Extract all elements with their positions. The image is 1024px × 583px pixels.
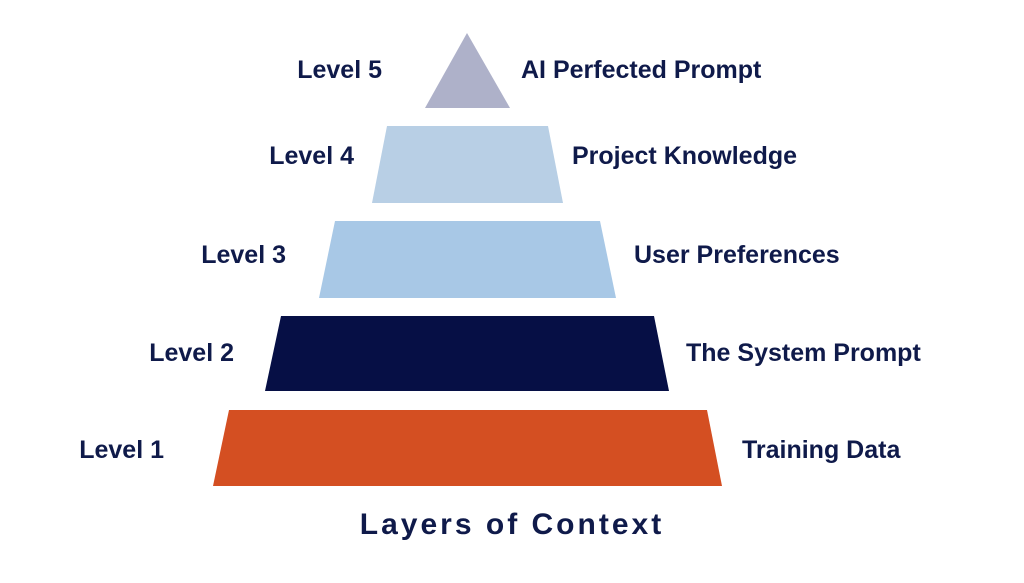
level-label-5: Level 5 — [297, 56, 382, 84]
pyramid-layer-1 — [213, 410, 722, 486]
level-label-2: Level 2 — [149, 339, 234, 367]
level-label-4: Level 4 — [269, 142, 354, 170]
pyramid-layer-5 — [425, 33, 510, 108]
layer-name-4: Project Knowledge — [572, 142, 798, 170]
pyramid-layer-4 — [372, 126, 563, 203]
diagram-title: Layers of Context — [359, 508, 665, 541]
layer-name-2: The System Prompt — [686, 339, 921, 367]
layer-name-1: Training Data — [742, 436, 901, 464]
level-label-1: Level 1 — [79, 436, 164, 464]
layer-name-5: AI Perfected Prompt — [521, 56, 762, 84]
pyramid-layer-2 — [265, 316, 669, 391]
level-label-3: Level 3 — [201, 241, 286, 269]
layer-name-3: User Preferences — [634, 241, 840, 269]
pyramid-layer-3 — [319, 221, 616, 298]
